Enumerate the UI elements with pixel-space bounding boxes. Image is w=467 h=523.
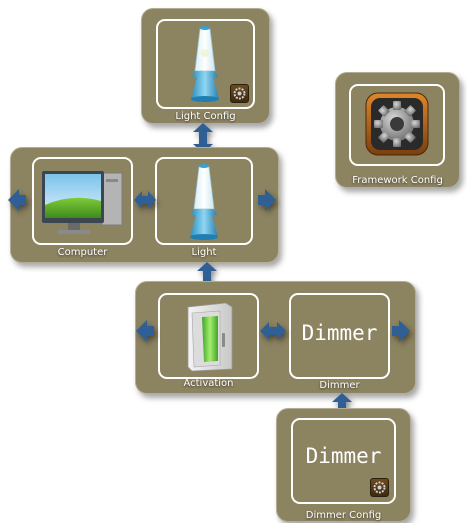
gear-badge-icon — [230, 84, 249, 103]
framework-config-label: Framework Config — [352, 175, 443, 186]
output-arrow-computer-left — [8, 189, 26, 211]
monitor-icon — [42, 171, 123, 234]
activation-label: Activation — [183, 378, 234, 389]
light-tile[interactable] — [155, 157, 253, 245]
connector-arrow-light-config-light — [193, 123, 213, 153]
gear-badge-icon — [370, 478, 389, 497]
dimmer-config-label: Dimmer Config — [305, 510, 382, 521]
connector-arrow-computer-light — [134, 191, 156, 209]
light-config-tile[interactable] — [156, 19, 255, 109]
connector-arrow-activation-dimmer — [260, 322, 286, 340]
lava-lamp-icon — [191, 26, 219, 102]
light-config-label: Light Config — [175, 111, 236, 122]
dimmer-config-tile[interactable]: Dimmer — [291, 418, 396, 504]
dimmer-config-display-text: Dimmer — [305, 444, 382, 468]
dimmer-config-node[interactable]: Dimmer Dimmer Config — [276, 408, 411, 522]
lava-lamp-icon — [190, 164, 218, 240]
light-label: Light — [191, 247, 217, 258]
dimmer-tile[interactable]: Dimmer — [289, 293, 390, 379]
framework-config-node[interactable]: Framework Config — [335, 72, 460, 188]
dimmer-display-text: Dimmer — [301, 321, 378, 345]
output-arrow-light-right — [258, 189, 276, 211]
dimmer-label: Dimmer — [319, 380, 360, 391]
computer-light-group: Computer Light — [10, 147, 279, 263]
output-arrow-activation-left — [136, 320, 154, 342]
activation-dimmer-group: Activation Dimmer Dimmer — [135, 281, 416, 394]
fridge-icon — [187, 302, 233, 372]
gear-icon — [365, 92, 429, 156]
framework-config-tile[interactable] — [349, 84, 445, 166]
activation-tile[interactable] — [158, 293, 259, 379]
output-arrow-dimmer-right — [392, 320, 410, 342]
light-config-node[interactable]: Light Config — [141, 8, 270, 124]
computer-tile[interactable] — [32, 157, 133, 245]
computer-label: Computer — [57, 247, 108, 258]
